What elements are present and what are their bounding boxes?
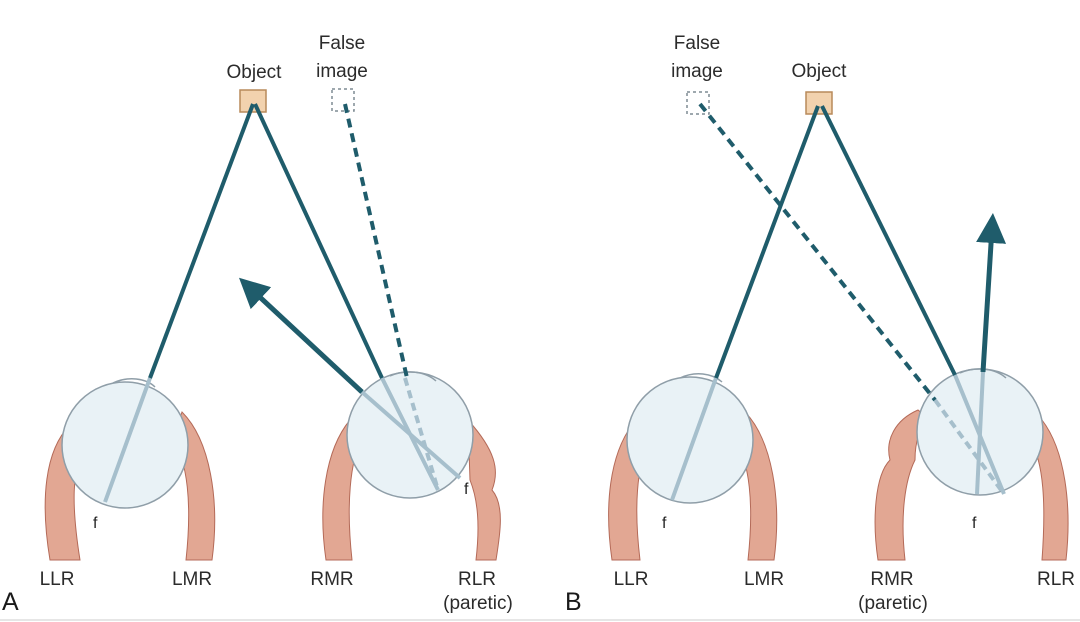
left-eye-b	[626, 376, 754, 504]
fovea-left-label-b: f	[662, 515, 667, 532]
deviation-arrow-b	[976, 213, 1007, 373]
muscle-label-llr-b: LLR	[614, 569, 649, 590]
false-image-label-a-line2: image	[316, 61, 368, 82]
muscle-label-rlr-a: RLR	[458, 569, 496, 590]
muscle-rlr-a	[467, 418, 501, 561]
ray-false-image-a	[343, 103, 409, 379]
muscle-rmr-b	[874, 409, 931, 561]
false-image-label-b-line2: image	[671, 61, 723, 82]
false-image-label-b-line1: False	[674, 33, 720, 54]
muscle-label-llr-a: LLR	[40, 569, 75, 590]
ray-false-image-b	[698, 102, 937, 402]
panel-a: Object False image f f LLR LMR RMR RLR (…	[2, 33, 513, 616]
muscle-label-lmr-a: LMR	[172, 569, 212, 590]
object-box-b	[805, 91, 833, 115]
false-image-box-b	[686, 91, 710, 115]
fovea-left-label-a: f	[93, 515, 98, 532]
muscle-label-lmr-b: LMR	[744, 569, 784, 590]
visual-axis-left-a	[103, 377, 152, 503]
paretic-label-b: (paretic)	[858, 593, 928, 614]
false-image-box-a	[331, 88, 355, 112]
muscle-rlr-b	[1029, 419, 1069, 561]
visual-axis-left-b	[670, 377, 718, 501]
deviation-arrow-a	[239, 277, 364, 394]
muscle-label-rlr-b: RLR	[1037, 569, 1075, 590]
ray-object-left-eye-a	[148, 103, 255, 379]
ray-object-right-eye-a	[253, 103, 384, 379]
ray-object-left-eye-b	[714, 105, 820, 379]
panel-letter-b: B	[565, 588, 582, 616]
muscle-label-rmr-a: RMR	[310, 569, 353, 590]
fovea-right-label-b: f	[972, 515, 977, 532]
paretic-label-a: (paretic)	[443, 593, 513, 614]
panel-letter-a: A	[2, 588, 19, 616]
false-image-label-a-line1: False	[319, 33, 365, 54]
muscle-label-rmr-b: RMR	[870, 569, 913, 590]
object-box-a	[239, 89, 267, 113]
object-label-b: Object	[792, 61, 848, 82]
ray-object-right-eye-b	[820, 105, 957, 376]
fovea-right-label-a: f	[464, 481, 469, 498]
panel-b: False image Object f f LLR LMR RMR (pare…	[565, 33, 1075, 616]
object-label-a: Object	[227, 62, 283, 83]
